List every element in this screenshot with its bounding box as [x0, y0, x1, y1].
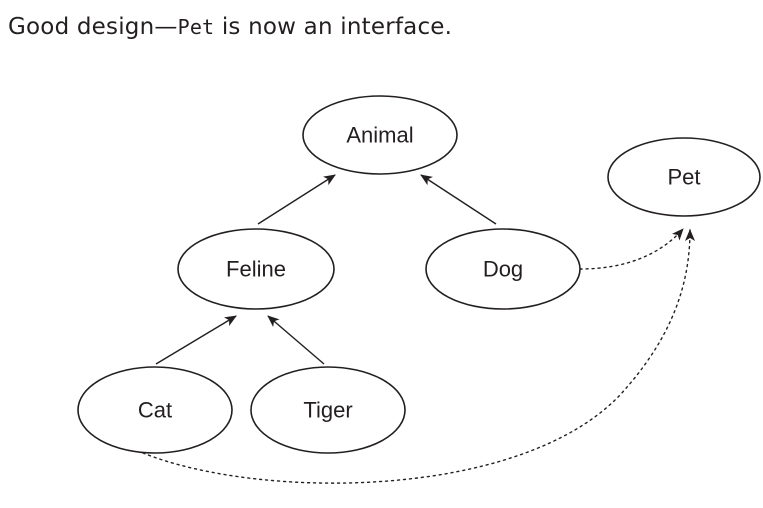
- edge-feline-to-animal: [257, 174, 336, 225]
- node-dog: Dog: [425, 228, 581, 310]
- caption-suffix: is now an interface.: [214, 14, 453, 40]
- edge-dog-to-animal: [420, 174, 497, 225]
- edge-cat-to-feline: [155, 315, 237, 365]
- node-tiger-label: Tiger: [303, 398, 352, 423]
- node-feline: Feline: [177, 228, 335, 310]
- node-cat-label: Cat: [138, 398, 172, 423]
- edge-dog-to-pet: [579, 228, 684, 270]
- node-cat: Cat: [77, 366, 233, 454]
- caption-code: Pet: [177, 15, 215, 39]
- diagram-caption: Good design—Pet is now an interface.: [8, 14, 452, 40]
- node-dog-label: Dog: [483, 257, 523, 282]
- node-tiger: Tiger: [250, 366, 406, 454]
- edge-tiger-to-feline: [267, 315, 325, 365]
- caption-prefix: Good design—: [8, 14, 178, 40]
- node-animal: Animal: [302, 95, 458, 175]
- node-animal-label: Animal: [346, 123, 413, 148]
- node-pet-label: Pet: [667, 165, 700, 190]
- node-feline-label: Feline: [226, 257, 286, 282]
- node-pet: Pet: [607, 137, 761, 217]
